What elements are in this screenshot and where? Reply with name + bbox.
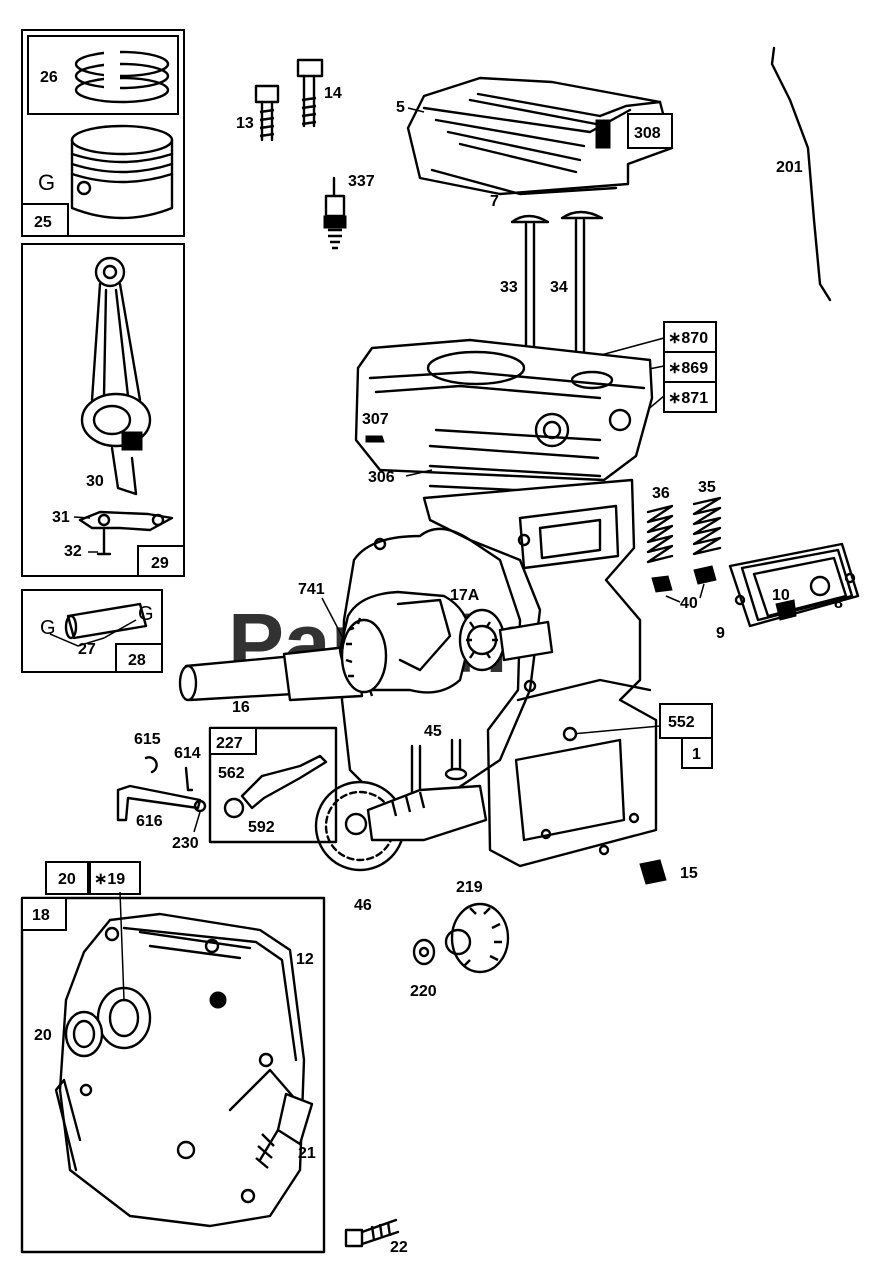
part-219-label: 219 (456, 879, 483, 896)
part-308-box (627, 113, 673, 149)
part-615-label: 615 (134, 731, 161, 748)
part-14-label: 14 (324, 85, 342, 102)
g-pin-left-label: G (40, 617, 56, 639)
cylinder-head-drawing (406, 76, 674, 196)
head-bolts (254, 58, 324, 142)
piston-pin-drawing (66, 602, 148, 640)
part-25-label: 25 (34, 214, 52, 231)
part-869-label: ∗869 (668, 360, 708, 377)
part-869-box (663, 351, 717, 383)
sump-frame (20, 896, 326, 1254)
breather-screw (365, 435, 385, 443)
part-22-label: 22 (390, 1239, 408, 1256)
part-337-label: 337 (348, 173, 375, 190)
part-871-label: ∗871 (668, 390, 708, 407)
part-870-box (663, 321, 717, 353)
part-15-label: 15 (680, 865, 698, 882)
piston-pin-group: G G 27 28 (21, 589, 163, 673)
part-46-label: 46 (354, 897, 372, 914)
part-16-label: 16 (232, 699, 250, 716)
part-220-label: 220 (410, 983, 437, 1000)
governor-gear-drawing (412, 902, 510, 974)
part-201-label: 201 (776, 159, 803, 176)
camshaft-drawing (314, 780, 488, 872)
part-19-box (89, 861, 141, 895)
engine-block-drawing (340, 338, 658, 868)
part-308-label: 308 (634, 125, 661, 142)
part-36-label: 36 (652, 485, 670, 502)
valve-springs-drawing (646, 496, 722, 593)
part-227-box (209, 727, 257, 755)
part-31-label: 31 (52, 509, 70, 526)
governor-crank-group: 227 562 592 (208, 726, 338, 844)
part-306-label: 306 (368, 469, 395, 486)
rod-bolt-drawing (78, 510, 174, 556)
valves-drawing (510, 210, 604, 354)
part-10-label: 10 (772, 587, 790, 604)
sump-cover-drawing (54, 912, 314, 1228)
part-21-label: 21 (298, 1145, 316, 1162)
piston-drawing (70, 124, 174, 220)
part-17a-label: 17A (450, 587, 480, 604)
part-34-label: 34 (550, 279, 568, 296)
part-9-label: 9 (716, 625, 725, 642)
part-30-label: 30 (86, 473, 104, 490)
part-227-label: 227 (216, 735, 243, 752)
part-616-label: 616 (136, 813, 163, 830)
part-552-label: 552 (668, 714, 695, 731)
part-20-box-label: 20 (58, 871, 76, 888)
part-8-label: 8 (834, 595, 843, 612)
piston-kit-group: 25 26 G (21, 29, 185, 237)
piston-rings-drawing (74, 50, 170, 104)
tappet-cover-drawing (728, 542, 860, 628)
crankshaft-drawing (178, 590, 554, 702)
part-614-label: 614 (174, 745, 201, 762)
spark-plug-drawing (323, 176, 347, 250)
part-5-label: 5 (396, 99, 405, 116)
governor-link-drawing (770, 46, 832, 302)
part-870-label: ∗870 (668, 330, 708, 347)
part-871-box (663, 381, 717, 413)
part-1-label: 1 (692, 746, 701, 763)
part-13-label: 13 (236, 115, 254, 132)
g-pin-right-label: G (138, 603, 154, 625)
part-33-label: 33 (500, 279, 518, 296)
part-45-label: 45 (424, 723, 442, 740)
part-25-box (21, 203, 69, 237)
part-12-label: 12 (296, 951, 314, 968)
part-35-label: 35 (698, 479, 716, 496)
part-18-box (21, 897, 67, 931)
part-741-label: 741 (298, 581, 325, 598)
part-1-box (681, 737, 713, 769)
governor-crank-drawing (240, 754, 328, 810)
connecting-rod-group: 29 30 31 32 (21, 243, 185, 577)
part-28-label: 28 (128, 652, 146, 669)
part-28-box (115, 643, 163, 673)
part-562-label: 562 (218, 765, 245, 782)
part-20-label: 20 (34, 1027, 52, 1044)
part-307-label: 307 (362, 411, 389, 428)
part-29-box (137, 545, 185, 577)
part-29-label: 29 (151, 555, 169, 572)
drain-plug-drawing (639, 859, 667, 885)
sump-bolt-drawing (344, 1218, 400, 1248)
part-40-label: 40 (680, 595, 698, 612)
part-7-label: 7 (490, 193, 499, 210)
part-18-label: 18 (32, 907, 50, 924)
part-230-label: 230 (172, 835, 199, 852)
part-592-label: 592 (248, 819, 275, 836)
part-32-label: 32 (64, 543, 82, 560)
g-piston-label: G (38, 170, 55, 195)
part-19-label: ∗19 (94, 871, 125, 888)
part-20-box (45, 861, 89, 895)
part-27-label: 27 (78, 641, 96, 658)
connecting-rod-drawing (80, 256, 152, 496)
part-26-label: 26 (40, 69, 58, 86)
governor-lever-drawing (116, 756, 207, 822)
